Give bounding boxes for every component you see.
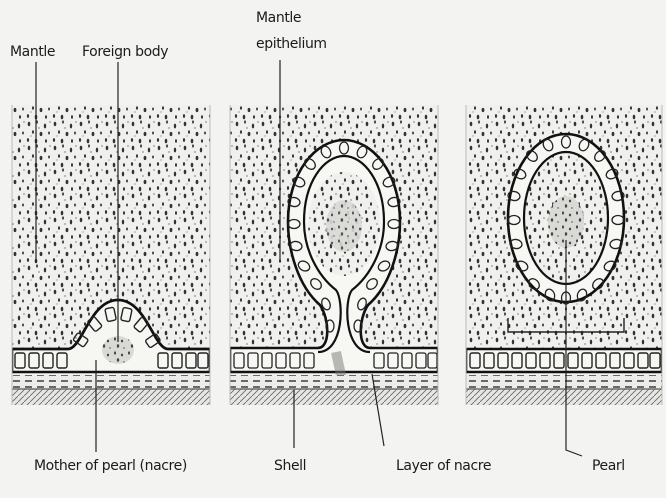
nacre-layer <box>466 375 662 389</box>
label-pearl: Pearl <box>592 458 625 474</box>
label-foreign-body: Foreign body <box>82 44 168 60</box>
label-mother-of-pearl: Mother of pearl (nacre) <box>34 458 187 474</box>
nacre-layer <box>230 375 438 389</box>
label-mantle-epithelium-line2: epithelium <box>256 36 327 52</box>
shell-layer <box>230 389 438 405</box>
label-layer-of-nacre: Layer of nacre <box>396 458 491 474</box>
nacre-layer <box>12 375 210 389</box>
label-mantle: Mantle <box>10 44 55 60</box>
label-mantle-epithelium-line1: Mantle <box>256 10 327 26</box>
shell-layer <box>466 389 662 405</box>
panel-stage-2 <box>230 105 438 405</box>
label-shell: Shell <box>274 458 306 474</box>
panel-stage-3 <box>466 105 662 405</box>
shell-layer <box>12 389 210 405</box>
label-mantle-epithelium: Mantle epithelium <box>256 10 327 52</box>
panel-stage-1 <box>12 105 210 405</box>
